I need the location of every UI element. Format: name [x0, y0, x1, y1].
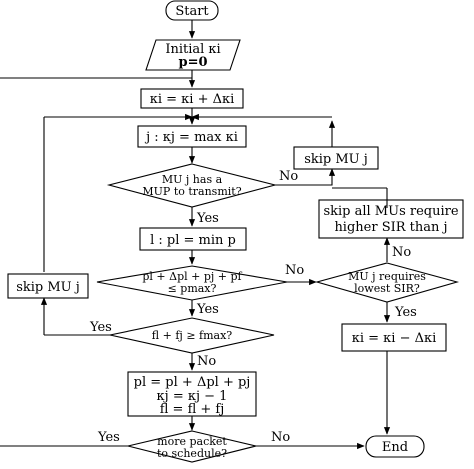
- freq-check-node: fl + fj ≥ fmax?: [109, 317, 275, 354]
- label-power-yes: Yes: [196, 302, 219, 317]
- kappa-decrease-label: κi = κi − Δκi: [352, 331, 437, 346]
- lowest-sir-label-line2: lowest SIR?: [354, 282, 420, 295]
- end-node: End: [365, 435, 425, 458]
- label-more-no: No: [271, 430, 290, 445]
- more-packets-diamond: [127, 430, 257, 463]
- update-box: [127, 371, 257, 417]
- update-label-line2: κj = κj − 1: [157, 389, 228, 404]
- freq-check-label: fl + fj ≥ fmax?: [152, 329, 233, 342]
- has-mup-diamond: [106, 163, 278, 208]
- skip-mu-left-node: skip MU j: [7, 273, 89, 299]
- power-check-label-line1: pl + Δpl + pj + pf: [142, 270, 242, 283]
- lowest-sir-label-line1: MU j requires: [348, 270, 426, 283]
- select-j-node: j : κj = max κi: [137, 125, 247, 148]
- select-l-box: [139, 227, 247, 251]
- connectors: [0, 20, 391, 450]
- skip-mu-right-box: [293, 146, 379, 170]
- edge-has-mup-no: [275, 168, 336, 186]
- kappa-increase-label: κi = κi + Δκi: [150, 92, 235, 107]
- end-label: End: [382, 440, 408, 455]
- label-freq-yes: Yes: [89, 320, 112, 335]
- skip-all-box: [318, 199, 464, 239]
- skip-all-label-line1: skip all MUs require: [323, 204, 458, 219]
- kappa-decrease-box: [341, 323, 447, 352]
- label-has-mup-yes: Yes: [196, 211, 219, 226]
- label-power-no: No: [285, 263, 304, 278]
- power-check-label-line2: ≤ pmax?: [168, 282, 217, 295]
- skip-all-node: skip all MUs require higher SIR than j: [318, 199, 464, 239]
- initial-parallelogram: [145, 39, 241, 71]
- skip-all-label-line2: higher SIR than j: [334, 220, 447, 235]
- power-check-diamond: [96, 265, 288, 301]
- more-packets-label-line1: more packet: [157, 435, 227, 448]
- freq-check-diamond: [109, 317, 275, 354]
- has-mup-node: MU j has a MUP to transmit?: [106, 163, 278, 208]
- update-node: pl = pl + Δpl + pj κj = κj − 1 fl = fl +…: [127, 371, 257, 417]
- label-lowest-no: No: [392, 245, 411, 260]
- label-lowest-yes: Yes: [394, 305, 417, 320]
- skip-mu-left-label: skip MU j: [16, 280, 80, 295]
- label-freq-no: No: [197, 354, 216, 369]
- more-packets-node: more packet to schedule?: [127, 430, 257, 463]
- initial-label-line2: p=0: [178, 55, 207, 70]
- lowest-sir-diamond: [314, 262, 460, 303]
- kappa-decrease-node: κi = κi − Δκi: [341, 323, 447, 352]
- select-j-label: j : κj = max κi: [144, 130, 238, 145]
- select-j-box: [137, 125, 247, 148]
- initial-node: Initial κi p=0: [145, 39, 241, 71]
- skip-mu-right-label: skip MU j: [304, 152, 368, 167]
- more-packets-label-line2: to schedule?: [157, 447, 227, 460]
- update-label-line3: fl = fl + fj: [160, 402, 225, 417]
- label-has-mup-no: No: [279, 169, 298, 184]
- initial-label-line1: Initial κi: [165, 42, 220, 57]
- end-terminator: [365, 435, 425, 458]
- start-node: Start: [165, 0, 219, 21]
- select-l-node: l : pl = min p: [139, 227, 247, 251]
- has-mup-label-line1: MU j has a: [162, 173, 223, 186]
- has-mup-label-line2: MUP to transmit?: [142, 185, 241, 198]
- kappa-increase-box: [140, 88, 244, 109]
- update-label-line1: pl = pl + Δpl + pj: [134, 375, 251, 390]
- edge-labels: No Yes Yes No Yes No Yes No Yes No: [89, 169, 417, 445]
- skip-mu-left-box: [7, 273, 89, 299]
- select-l-label: l : pl = min p: [150, 233, 236, 248]
- start-label: Start: [175, 4, 209, 19]
- lowest-sir-node: MU j requires lowest SIR?: [314, 262, 460, 303]
- power-check-node: pl + Δpl + pj + pf ≤ pmax?: [96, 265, 288, 301]
- label-more-yes: Yes: [97, 430, 120, 445]
- skip-mu-right-node: skip MU j: [293, 146, 379, 170]
- kappa-increase-node: κi = κi + Δκi: [140, 88, 244, 109]
- start-terminator: [165, 0, 219, 21]
